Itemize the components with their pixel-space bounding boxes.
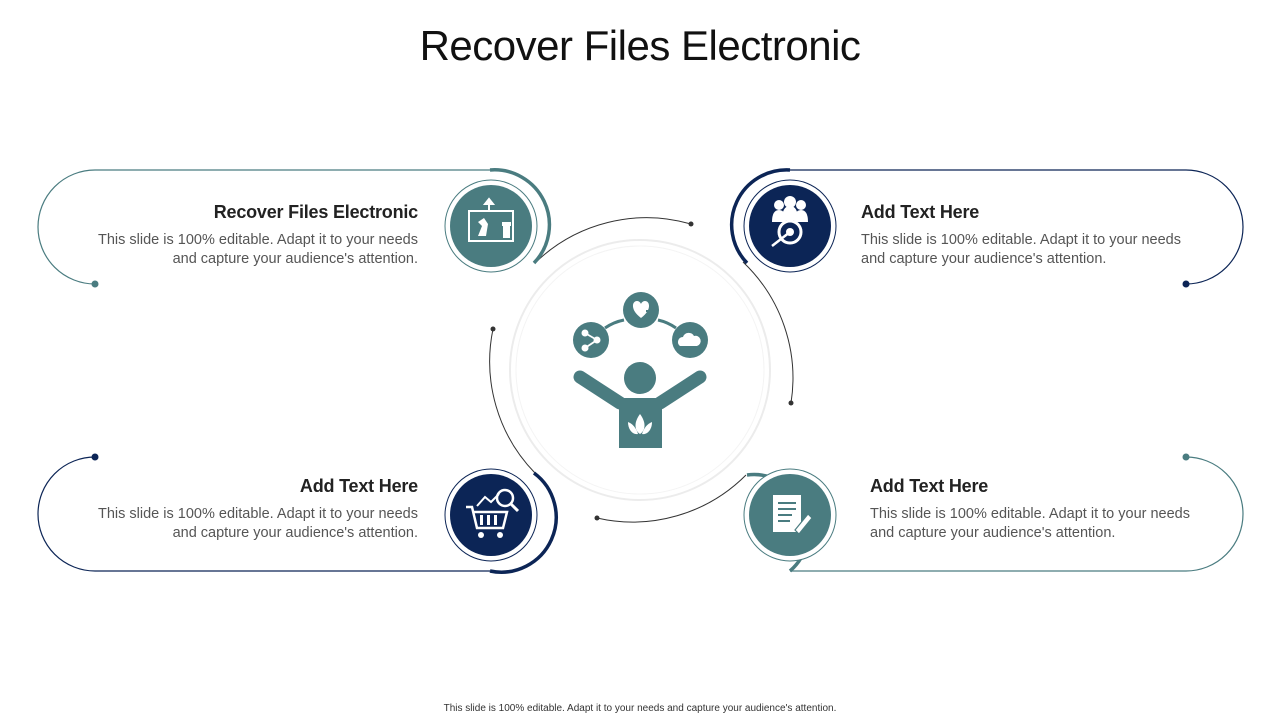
card-heading: Add Text Here — [870, 476, 989, 496]
connector-dot — [788, 400, 794, 406]
card-body: This slide is 100% editable. Adapt it to… — [98, 232, 418, 267]
card-outline-1 — [37, 169, 490, 285]
outline-dot — [91, 453, 99, 461]
connector-arc — [534, 217, 692, 264]
card-3: Add Text Here This slide is 100% editabl… — [88, 476, 418, 543]
document-edit-icon-badge — [743, 468, 837, 573]
card-heading: Add Text Here — [861, 202, 980, 222]
shopping-cart-analytics-icon — [466, 488, 520, 538]
outline-dot — [1182, 280, 1190, 288]
person-juggling-icon — [573, 292, 708, 448]
outline-dot — [91, 280, 99, 288]
shopping-cart-analytics-icon-badge — [444, 468, 558, 574]
connector-dot — [594, 515, 600, 521]
chess-strategy-icon — [468, 197, 514, 242]
card-heading: Add Text Here — [299, 476, 418, 496]
connector-arc — [596, 474, 747, 523]
card-outline-4 — [790, 456, 1244, 572]
team-target-icon-badge — [729, 168, 837, 273]
card-2: Add Text Here This slide is 100% editabl… — [861, 202, 1191, 269]
page-title: Recover Files Electronic — [419, 22, 861, 69]
document-edit-icon — [773, 495, 813, 535]
card-body: This slide is 100% editable. Adapt it to… — [870, 506, 1190, 541]
chess-strategy-icon-badge — [444, 168, 552, 273]
connector-dot — [490, 326, 496, 332]
card-body: This slide is 100% editable. Adapt it to… — [861, 232, 1181, 267]
outline-dot — [1182, 453, 1190, 461]
connector-arc — [742, 261, 794, 404]
card-outline-3 — [37, 456, 490, 572]
team-target-icon — [771, 196, 808, 247]
card-heading: Recover Files Electronic — [213, 202, 418, 222]
card-outline-2 — [790, 169, 1244, 285]
card-body: This slide is 100% editable. Adapt it to… — [98, 506, 418, 541]
card-4: Add Text Here This slide is 100% editabl… — [870, 476, 1200, 543]
connector-arc — [489, 328, 536, 474]
connector-dot — [688, 221, 694, 227]
footer-note: This slide is 100% editable. Adapt it to… — [443, 703, 837, 714]
card-1: Recover Files Electronic This slide is 1… — [88, 202, 418, 269]
